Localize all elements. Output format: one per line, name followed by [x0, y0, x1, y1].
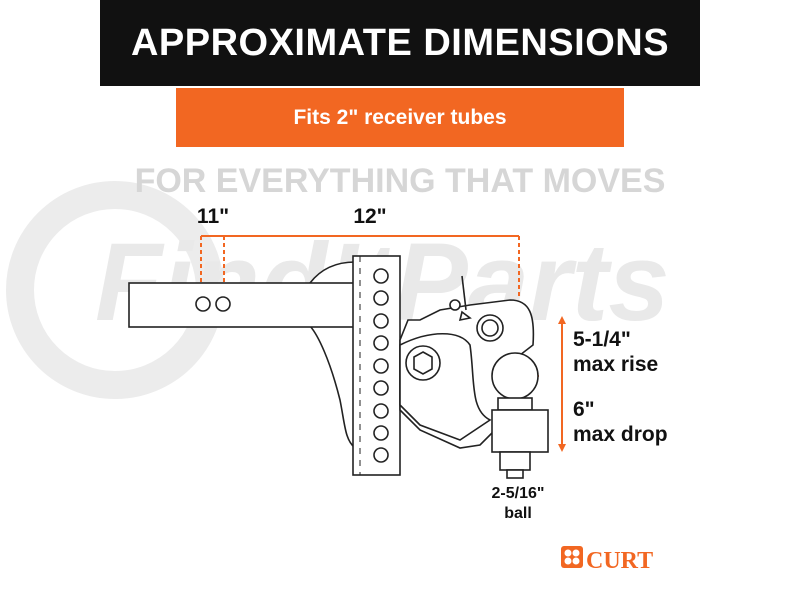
ball-size-label: ball — [504, 505, 532, 522]
dimension-lines — [200, 235, 566, 452]
hitch-drawing — [128, 255, 549, 479]
shank-length-min-label: 11" — [197, 205, 229, 228]
rise-label: max rise — [573, 353, 658, 376]
shank-length-max-label: 12" — [353, 205, 386, 228]
receiver-fit-banner: Fits 2" receiver tubes — [176, 88, 624, 147]
watermark-tagline: FOR EVERYTHING THAT MOVES — [135, 162, 666, 200]
curt-logo-text: CURT — [586, 548, 653, 574]
rise-value: 5-1/4" — [573, 328, 631, 351]
page-title: APPROXIMATE DIMENSIONS — [100, 0, 700, 86]
ball-size-value: 2-5/16" — [492, 485, 545, 502]
drop-value: 6" — [573, 398, 595, 421]
drop-label: max drop — [573, 423, 668, 446]
curt-logo: CURT — [561, 546, 653, 574]
